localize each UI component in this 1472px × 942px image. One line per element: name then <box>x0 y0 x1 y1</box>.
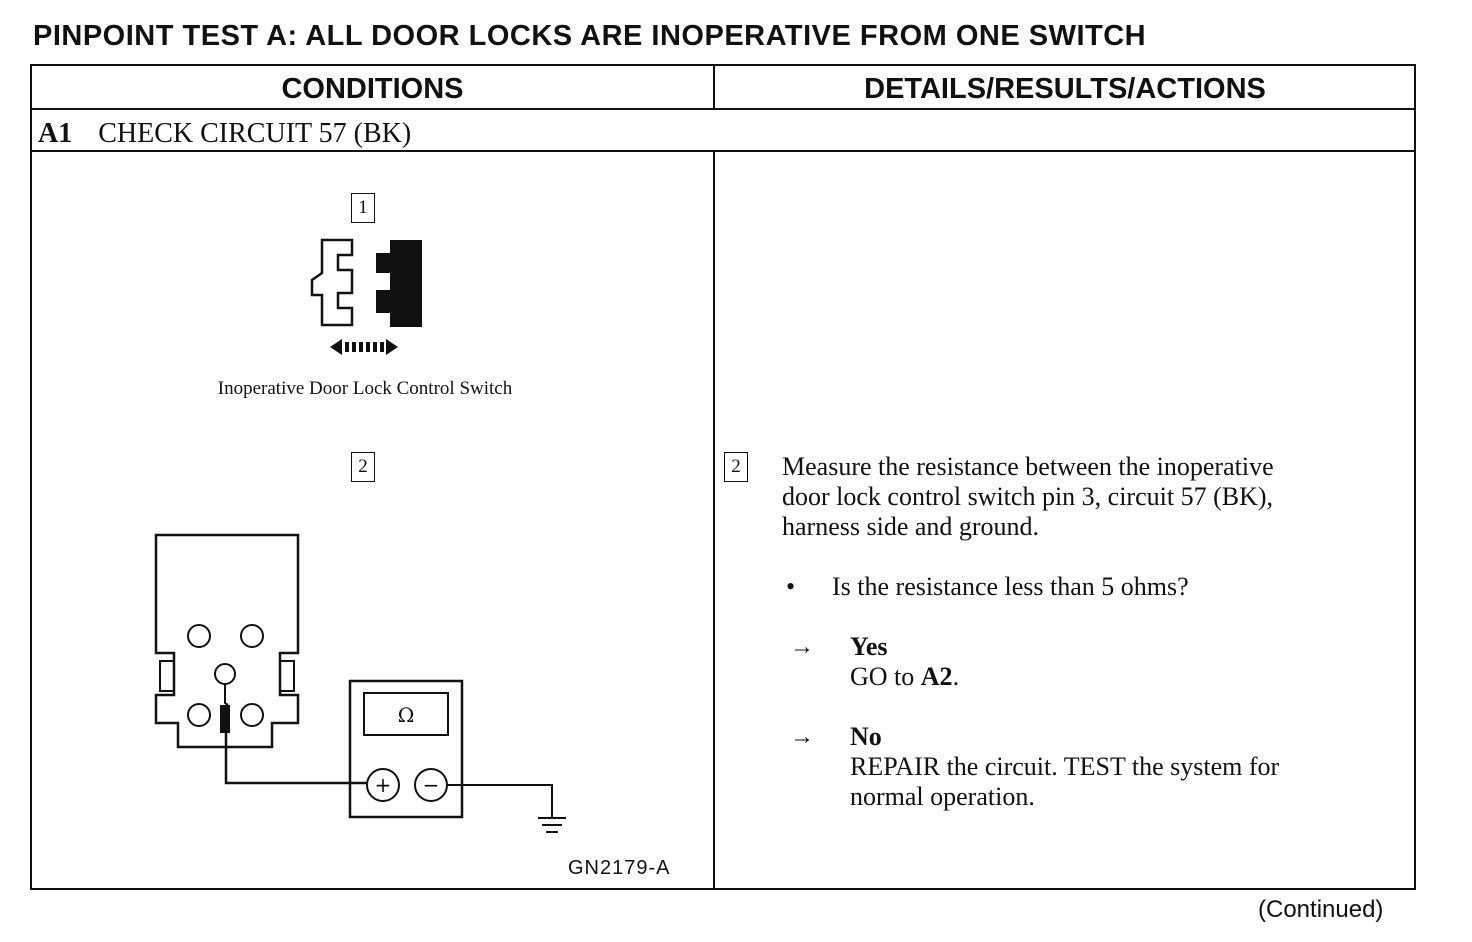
details-callout-2-box: 2 <box>724 452 748 482</box>
conditions-header: CONDITIONS <box>281 73 464 105</box>
double-arrow-icon <box>330 339 398 355</box>
pin-5 <box>240 703 264 727</box>
body-column-divider <box>713 150 715 888</box>
yes-target-step: A2 <box>920 662 953 691</box>
yes-arrow-icon: → <box>790 634 814 660</box>
switch-outline-piece <box>310 238 354 327</box>
bullet-icon: • <box>786 572 796 601</box>
instruction-line: door lock control switch pin 3, circuit … <box>782 482 1274 511</box>
callout-1-box: 1 <box>351 193 375 223</box>
pin-3 <box>214 663 236 685</box>
continued-note: (Continued) <box>1258 896 1384 923</box>
switch-caption: Inoperative Door Lock Control Switch <box>217 378 513 399</box>
ground-symbol-icon <box>538 817 566 833</box>
step-id: A1 <box>38 118 73 149</box>
question-text: Is the resistance less than 5 ohms? <box>832 572 1189 601</box>
no-branch: No REPAIR the circuit. TEST the system f… <box>850 722 1279 812</box>
callout-2-box: 2 <box>351 452 375 482</box>
step-name: CHECK CIRCUIT 57 (BK) <box>98 118 412 149</box>
yes-branch: Yes GO to A2. <box>850 632 959 692</box>
figure-id: GN2179-A <box>568 857 671 879</box>
no-arrow-icon: → <box>790 724 814 750</box>
meter-positive-terminal <box>366 768 400 802</box>
ohm-symbol: Ω <box>398 703 415 727</box>
test-table: CONDITIONS DETAILS/RESULTS/ACTIONS A1 CHE… <box>30 64 1416 890</box>
pin-2 <box>240 624 264 648</box>
ohmmeter-display <box>363 692 449 736</box>
pin-1 <box>187 624 211 648</box>
yes-label: Yes <box>850 632 888 661</box>
pin-4 <box>187 703 211 727</box>
resistance-test-diagram: Ω + − <box>154 533 566 833</box>
door-lock-switch-illustration <box>310 238 422 355</box>
yes-action: GO to A2. <box>850 662 960 691</box>
question-bullet: • Is the resistance less than 5 ohms? <box>786 572 1189 602</box>
switch-solid-piece <box>376 240 422 327</box>
ground-wire <box>447 784 553 817</box>
step-divider <box>32 150 1414 152</box>
probe-lead <box>224 684 229 706</box>
page-title: PINPOINT TEST A: ALL DOOR LOCKS ARE INOP… <box>33 20 1147 52</box>
connector-latch-right <box>279 660 295 692</box>
plus-symbol: + <box>375 773 392 797</box>
instruction-text: Measure the resistance between the inope… <box>782 452 1392 542</box>
ohmmeter-body <box>348 679 464 819</box>
minus-symbol: − <box>423 773 440 797</box>
step-row: A1 CHECK CIRCUIT 57 (BK) <box>38 116 411 152</box>
no-action-line: REPAIR the circuit. TEST the system for <box>850 752 1280 781</box>
test-wire <box>224 733 368 785</box>
no-action-line: normal operation. <box>850 782 1035 811</box>
details-header: DETAILS/RESULTS/ACTIONS <box>864 73 1266 105</box>
instruction-line: Measure the resistance between the inope… <box>782 452 1274 481</box>
connector-latch-left <box>159 660 175 692</box>
probe-tip <box>220 705 230 733</box>
header-divider <box>32 108 1414 110</box>
instruction-line: harness side and ground. <box>782 512 1040 541</box>
header-column-divider <box>713 66 715 108</box>
no-label: No <box>850 722 882 751</box>
